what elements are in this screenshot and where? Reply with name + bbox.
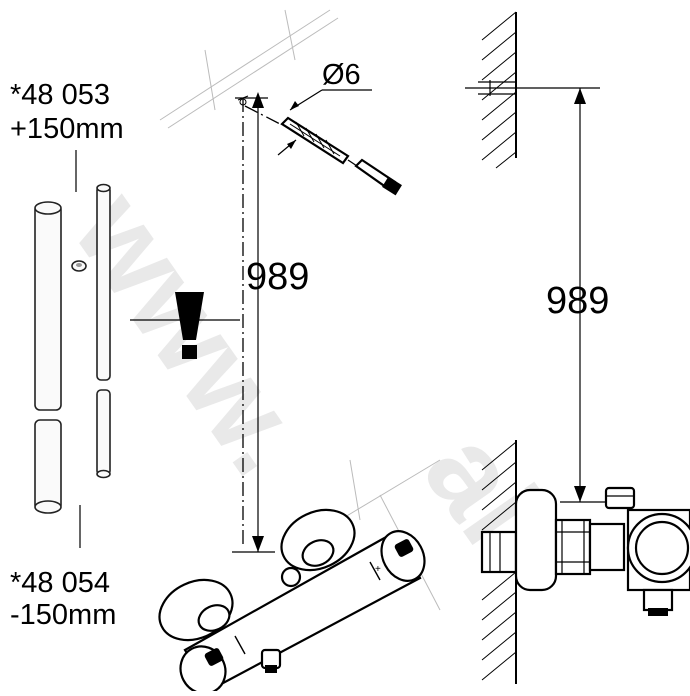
right-dimension-line bbox=[516, 87, 610, 503]
extension-short-code: *48 054 bbox=[10, 567, 110, 599]
svg-text:+: + bbox=[375, 564, 381, 575]
warning-symbol bbox=[130, 292, 240, 359]
drill-detail bbox=[244, 89, 402, 196]
watermark: www. ai bbox=[48, 167, 566, 567]
extension-long-delta: +150mm bbox=[10, 113, 124, 145]
right-height-value: 989 bbox=[546, 280, 609, 322]
wall-side-view bbox=[465, 11, 517, 684]
extension-rods bbox=[34, 150, 111, 548]
extension-long-code: *48 053 bbox=[10, 79, 110, 111]
left-height-value: 989 bbox=[246, 256, 309, 298]
mixer-front-view: + bbox=[158, 508, 426, 695]
drill-diameter-label: Ø6 bbox=[322, 59, 361, 91]
mixer-side-view bbox=[480, 486, 690, 616]
left-dimension-line bbox=[232, 92, 275, 553]
extension-short-delta: -150mm bbox=[10, 599, 116, 631]
